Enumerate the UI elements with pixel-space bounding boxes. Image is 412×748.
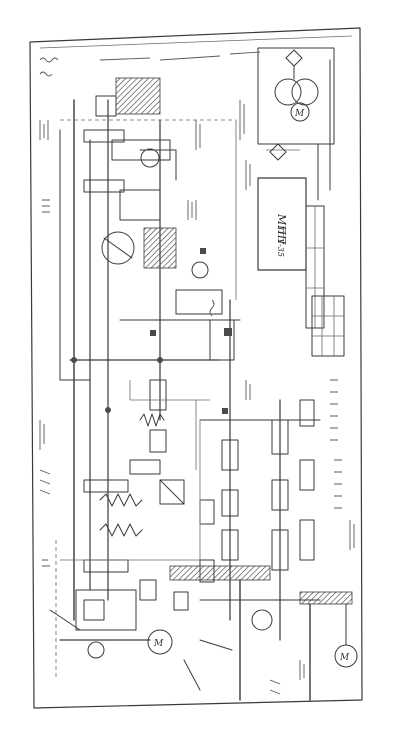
gear-train <box>69 99 321 641</box>
main-block-label: МПП <box>275 213 288 245</box>
gear-wheels <box>149 379 315 583</box>
right-motors: М <box>251 603 358 668</box>
main-block: МПП ТПУ-35 <box>257 177 325 329</box>
wiring <box>55 119 237 680</box>
supply-unit-group: М <box>257 47 335 201</box>
bottom-brackets <box>169 565 353 701</box>
main-block-sublabel: ТПУ-35 <box>276 226 285 257</box>
spec-table <box>311 295 345 357</box>
motor-circle-top <box>290 102 310 122</box>
motor-symbol-right: М <box>339 653 350 663</box>
contact-marks <box>71 248 232 414</box>
sheet-frame <box>29 27 363 709</box>
upper-mechanism <box>59 77 241 381</box>
motor-symbol-lower: М <box>153 639 164 649</box>
motor-symbol-top: М <box>294 109 305 119</box>
motor-circle-lower <box>147 629 173 655</box>
handwritten-annotations <box>39 51 355 695</box>
lower-left-mechanism: М <box>49 579 233 691</box>
springs <box>99 413 185 537</box>
